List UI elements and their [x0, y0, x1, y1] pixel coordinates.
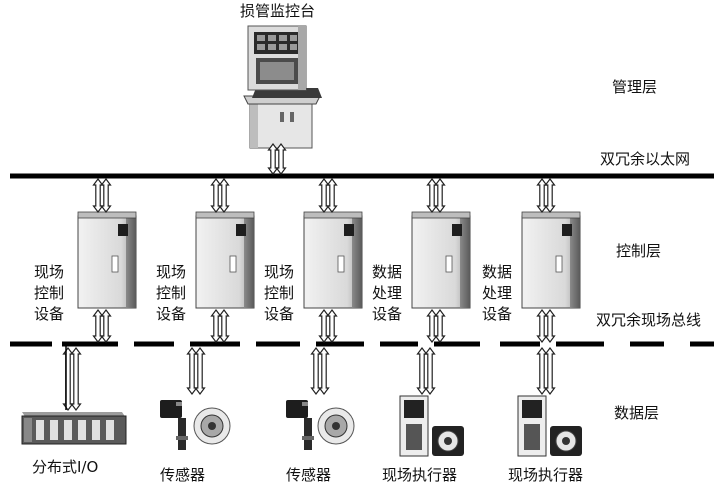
- controller-label: 数据处理设备: [482, 262, 512, 325]
- controller-cabinet-icon: [412, 212, 470, 308]
- bidirectional-arrow-icon: [320, 179, 337, 212]
- controller-cabinet-icon: [304, 212, 362, 308]
- device-label: 现场执行器: [508, 466, 583, 485]
- controller-cabinet-icon: [196, 212, 254, 308]
- controller-cabinet-icon: [78, 212, 136, 308]
- console-title: 损管监控台: [240, 2, 315, 21]
- console-workstation-icon: [244, 26, 322, 148]
- sensor-icon: [286, 400, 354, 450]
- bidirectional-arrow-icon: [212, 179, 229, 212]
- bidirectional-arrow-icon: [428, 310, 445, 342]
- bidirectional-arrow-icon: [188, 348, 205, 394]
- bidirectional-arrow-icon: [538, 348, 555, 394]
- bidirectional-arrow-icon: [94, 179, 111, 212]
- bidirectional-arrow-icon: [312, 348, 329, 394]
- data-layer-label: 数据层: [614, 404, 659, 423]
- distributed-io-icon: [22, 412, 126, 444]
- bidirectional-arrow-icon: [269, 144, 286, 174]
- bidirectional-arrow-icon: [538, 179, 555, 212]
- ethernet-label: 双冗余以太网: [600, 150, 690, 169]
- management-layer-label: 管理层: [612, 78, 657, 97]
- sensor-icon: [160, 400, 230, 450]
- bidirectional-arrow-icon: [320, 310, 337, 342]
- bidirectional-arrow-icon: [418, 348, 435, 394]
- device-label: 传感器: [286, 466, 331, 485]
- bidirectional-arrow-icon: [428, 179, 445, 212]
- actuator-icon: [518, 396, 582, 456]
- device-label: 现场执行器: [382, 466, 457, 485]
- device-label: 传感器: [160, 466, 205, 485]
- device-label: 分布式I/O: [32, 458, 98, 477]
- bidirectional-arrow-icon: [94, 310, 111, 342]
- controller-cabinet-icon: [522, 212, 580, 308]
- actuator-icon: [400, 396, 464, 456]
- controller-label: 现场控制设备: [156, 262, 186, 325]
- controller-label: 数据处理设备: [372, 262, 402, 325]
- fieldbus-label: 双冗余现场总线: [596, 311, 701, 330]
- control-layer-label: 控制层: [616, 242, 661, 261]
- controller-label: 现场控制设备: [34, 262, 64, 325]
- controller-label: 现场控制设备: [264, 262, 294, 325]
- bidirectional-arrow-icon: [538, 310, 555, 342]
- bidirectional-arrow-icon: [212, 310, 229, 342]
